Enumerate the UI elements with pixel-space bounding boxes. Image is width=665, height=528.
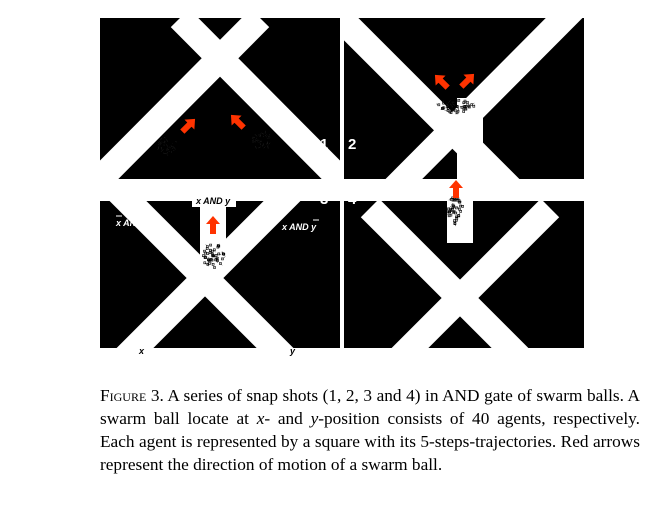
panel-label-1: 1 bbox=[320, 136, 328, 153]
swarm-panel2-center bbox=[436, 99, 476, 115]
axis-label-x: x bbox=[139, 346, 145, 356]
label-x-and-y: x AND y bbox=[195, 196, 231, 206]
panel-3 bbox=[100, 183, 340, 348]
panel-label-2: 2 bbox=[348, 136, 356, 153]
panel-4 bbox=[344, 183, 584, 348]
swarm-balls bbox=[156, 99, 476, 269]
svg-text:x AND y: x AND y bbox=[115, 218, 151, 228]
swarm-panel1-left bbox=[156, 136, 177, 156]
svg-text:x AND y: x AND y bbox=[281, 222, 317, 232]
figure-caption: Figure 3. A series of snap shots (1, 2, … bbox=[100, 384, 640, 476]
caption-var-x: x bbox=[256, 409, 265, 428]
caption-label: Figure 3. bbox=[100, 386, 164, 405]
panel-1 bbox=[100, 18, 340, 179]
and-gate-figure: 1 2 3 4 x AND y x AND y x AND y bbox=[100, 18, 584, 348]
caption-var-y: y bbox=[310, 409, 319, 428]
caption-text-1: A series of snap shots (1, 2, 3 and 4) i… bbox=[100, 386, 641, 428]
panel-2 bbox=[344, 18, 584, 179]
label-box-x-and-y bbox=[192, 193, 236, 207]
arrow-panel2-right bbox=[459, 73, 475, 89]
label-notx-and-y: x AND y bbox=[115, 215, 151, 228]
caption-text-2: - and bbox=[264, 409, 311, 428]
label-x-and-noty: x AND y bbox=[281, 219, 319, 232]
arrow-panel4-up bbox=[449, 180, 463, 198]
arrow-panel1-right bbox=[230, 114, 246, 130]
axis-label-y: y bbox=[290, 346, 296, 356]
swarm-panel4-center bbox=[446, 195, 464, 227]
arrow-panel1-left bbox=[180, 118, 196, 134]
arrow-panel3-up bbox=[206, 216, 220, 234]
arrow-panel2-left bbox=[434, 74, 450, 90]
caption-text-3: -position consists of 40 agents, respect… bbox=[100, 409, 640, 474]
panel-label-3: 3 bbox=[320, 191, 328, 208]
swarm-panel3-center bbox=[202, 243, 226, 269]
swarm-panel1-right bbox=[251, 130, 271, 150]
panel-label-4: 4 bbox=[348, 191, 357, 208]
